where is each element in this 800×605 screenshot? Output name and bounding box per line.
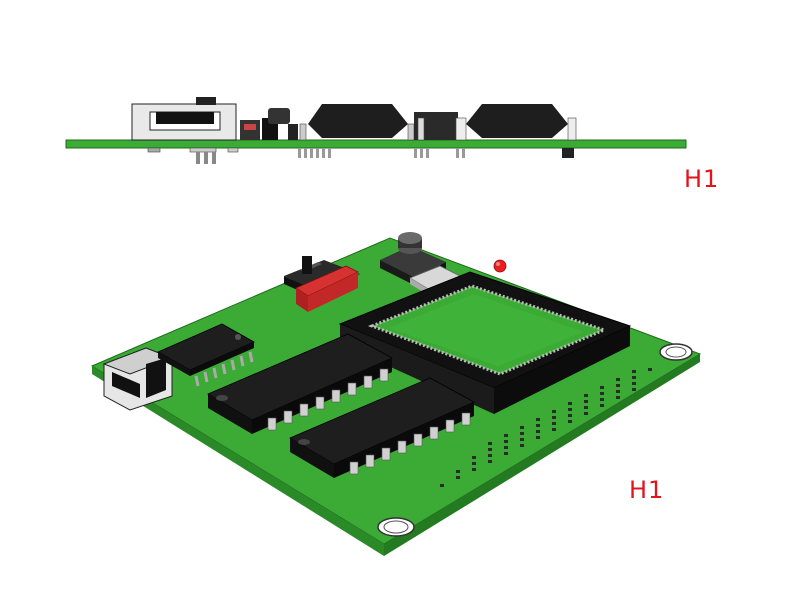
side-view	[65, 97, 687, 164]
iso-board-edge-left	[92, 366, 384, 556]
side-slide-switch	[131, 97, 239, 164]
side-header	[414, 112, 467, 158]
iso-board-top	[90, 237, 702, 545]
side-small-components	[240, 108, 298, 140]
isometric-view	[90, 232, 702, 556]
iso-board-edge-right	[384, 354, 700, 556]
iso-dip-chip-2	[289, 377, 475, 478]
iso-qfp-socket	[338, 271, 632, 414]
iso-slide-switch	[102, 347, 174, 411]
iso-top-switch	[284, 256, 360, 312]
iso-dip-chip-1	[207, 333, 393, 434]
iso-pad-grid	[440, 368, 652, 487]
iso-led	[493, 259, 507, 273]
iso-soic-chip	[157, 323, 255, 387]
side-dip-chip-1	[298, 104, 415, 158]
mounting-hole	[377, 517, 415, 537]
side-view-label: H1	[684, 165, 720, 193]
side-dip-chip-2	[466, 104, 577, 158]
iso-view-label: H1	[629, 476, 665, 504]
mounting-hole	[659, 343, 693, 361]
side-board	[65, 139, 687, 149]
